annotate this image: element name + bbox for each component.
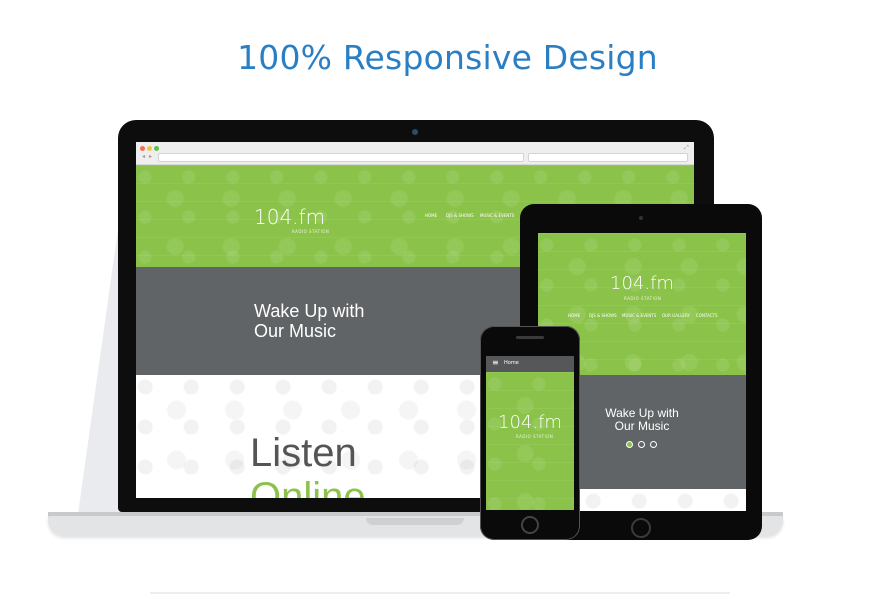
headline: 100% Responsive Design	[237, 38, 658, 77]
tablet-nav-contacts[interactable]: CONTACTS	[696, 313, 718, 318]
slider-dot[interactable]	[650, 441, 657, 448]
phone-home-button[interactable]	[521, 516, 539, 534]
tablet-nav-gallery[interactable]: OUR GALLERY	[662, 313, 690, 318]
tablet-hero-line-2: Our Music	[614, 419, 670, 433]
tablet-logo-subtitle: RADIO STATION	[624, 296, 662, 301]
laptop-hinge	[48, 512, 783, 518]
slider-pagination	[626, 441, 666, 449]
laptop-notch	[366, 518, 464, 525]
phone-screen: ≡ Home 104.fm RADIO STATION	[486, 356, 574, 510]
fullscreen-icon[interactable]: ⤢	[684, 144, 689, 151]
phone-logo-subtitle: RADIO STATION	[516, 434, 554, 439]
tablet-nav-home[interactable]: HOME	[568, 313, 581, 318]
tablet-listen-section	[538, 489, 746, 511]
forward-arrow-icon[interactable]: ▸	[149, 153, 153, 160]
tablet-nav-music-events[interactable]: MUSIC & EVENTS	[622, 313, 657, 318]
phone-menu-bar[interactable]: ≡ Home	[486, 356, 574, 372]
tablet-nav-djs-shows[interactable]: DJS & SHOWS	[589, 313, 617, 318]
back-arrow-icon[interactable]: ◂	[142, 153, 146, 160]
online-heading: Online	[250, 475, 366, 498]
nav-music-events[interactable]: MUSIC & EVENTS	[480, 213, 515, 218]
listen-heading: Listen	[250, 431, 357, 475]
hero-line-2: Our Music	[254, 321, 337, 341]
nav-home[interactable]: HOME	[425, 213, 438, 218]
tablet-camera	[639, 216, 643, 220]
browser-toolbar: ◂ ▸ ⤢	[136, 142, 694, 165]
slider-dot-active[interactable]	[626, 441, 633, 448]
tablet-site-logo[interactable]: 104.fm	[610, 273, 674, 294]
tablet-home-button[interactable]	[631, 518, 651, 538]
hero-line-1: Wake Up with	[254, 301, 365, 321]
minimize-window-icon[interactable]	[147, 146, 152, 151]
laptop-camera	[412, 129, 418, 135]
hamburger-menu-icon[interactable]: ≡	[492, 358, 499, 367]
close-window-icon[interactable]	[140, 146, 145, 151]
nav-djs-shows[interactable]: DJS & SHOWS	[446, 213, 474, 218]
site-logo-subtitle: RADIO STATION	[292, 229, 330, 234]
floor-shadow	[150, 592, 730, 594]
site-logo[interactable]: 104.fm	[254, 205, 326, 229]
slider-dot[interactable]	[638, 441, 645, 448]
phone-menu-label[interactable]: Home	[504, 360, 519, 366]
phone-site-header: 104.fm RADIO STATION	[486, 372, 574, 510]
browser-search-box[interactable]	[528, 153, 688, 162]
address-bar[interactable]	[158, 153, 524, 162]
phone-speaker	[516, 336, 544, 339]
tablet-hero-line-1: Wake Up with	[605, 406, 679, 420]
maximize-window-icon[interactable]	[154, 146, 159, 151]
phone-site-logo[interactable]: 104.fm	[498, 412, 562, 433]
